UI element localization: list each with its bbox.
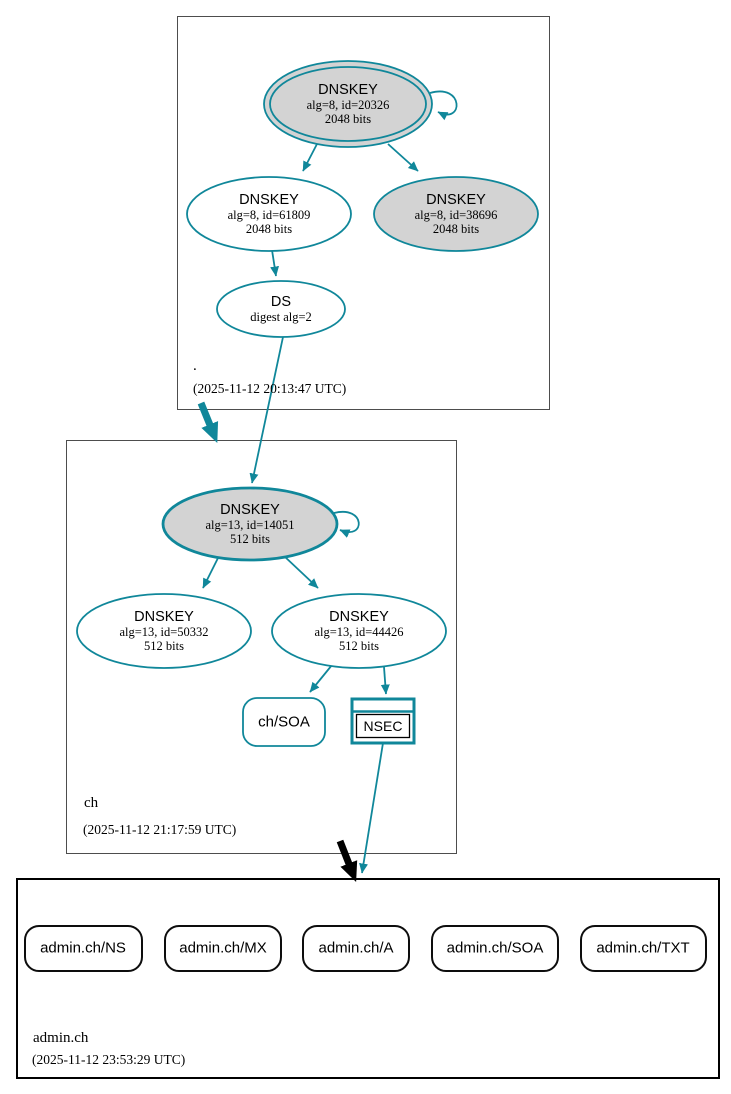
- root-zsk61809-title: DNSKEY: [239, 192, 299, 208]
- edge-zsk44426-to-nsec: [380, 666, 390, 695]
- nsec-inner-rect: [355, 713, 411, 739]
- zone-label-root: .: [193, 358, 197, 374]
- ch-ksk14051-bits: 512 bits: [230, 532, 270, 546]
- node-root-zsk61809-ellipse[interactable]: [186, 176, 352, 252]
- node-ch-ksk14051-ellipse[interactable]: [161, 486, 339, 562]
- node-ch-soa-rect[interactable]: [242, 697, 326, 747]
- node-admin-txt-rect[interactable]: [580, 925, 707, 972]
- node-admin-a-rect[interactable]: [302, 925, 410, 972]
- root-ksk-title: DNSKEY: [318, 82, 378, 98]
- root-zsk61809-detail: alg=8, id=61809: [227, 208, 311, 222]
- label-ch-zsk50332: DNSKEY alg=13, id=50332 512 bits: [119, 609, 208, 653]
- node-admin-mx-rect[interactable]: [164, 925, 282, 972]
- label-ch-nsec: NSEC: [363, 718, 403, 734]
- root-key38696-bits: 2048 bits: [432, 222, 480, 236]
- zone-timestamp-ch: (2025-11-12 21:17:59 UTC): [83, 822, 237, 837]
- root-ds-title: DS: [270, 294, 292, 310]
- ch-zsk44426-bits: 512 bits: [339, 639, 379, 653]
- node-root-ds-ellipse[interactable]: [216, 280, 346, 338]
- edge-ch-ksk-to-zsk44426: [283, 555, 319, 589]
- ch-zsk50332-detail: alg=13, id=50332: [119, 625, 209, 639]
- edge-root-ksk-to-zsk61809: [302, 143, 318, 172]
- node-admin-soa-rect[interactable]: [431, 925, 559, 972]
- root-ksk-bits: 2048 bits: [324, 112, 372, 126]
- label-admin-mx: admin.ch/MX: [179, 939, 267, 957]
- ch-zsk44426-detail: alg=13, id=44426: [314, 625, 404, 639]
- edge-delegation-root-to-ch: [197, 401, 219, 443]
- edge-ds-to-ch-ksk: [249, 336, 284, 484]
- zone-label-admin-ch: admin.ch: [33, 1030, 89, 1046]
- ch-ksk14051-detail: alg=13, id=14051: [205, 518, 295, 532]
- edge-root-ksk-to-key38696: [387, 143, 419, 172]
- node-root-key38696-ellipse[interactable]: [373, 176, 539, 252]
- root-zsk61809-bits: 2048 bits: [245, 222, 293, 236]
- ch-ksk14051-title: DNSKEY: [220, 502, 280, 518]
- edge-delegation-ch-to-admin-ch: [336, 839, 358, 883]
- label-admin-soa: admin.ch/SOA: [446, 939, 544, 957]
- label-root-zsk61809: DNSKEY alg=8, id=61809 2048 bits: [228, 192, 311, 236]
- node-ch-nsec[interactable]: [350, 697, 416, 745]
- edge-nsec-to-admin-ch: [359, 742, 384, 874]
- edge-ch-ksk-selfloop: [333, 510, 360, 538]
- edge-root-ksk-selfloop: [429, 90, 458, 121]
- label-admin-ns: admin.ch/NS: [40, 939, 126, 957]
- root-key38696-title: DNSKEY: [426, 192, 486, 208]
- zone-box-root: [177, 16, 550, 410]
- node-admin-ns-rect[interactable]: [24, 925, 143, 972]
- label-ch-soa: ch/SOA: [258, 713, 310, 731]
- label-root-ksk: DNSKEY alg=8, id=20326 2048 bits: [307, 82, 390, 126]
- node-root-ksk-inner-ellipse[interactable]: [269, 66, 427, 142]
- label-ch-ksk14051: DNSKEY alg=13, id=14051 512 bits: [205, 502, 294, 546]
- label-ch-zsk44426: DNSKEY alg=13, id=44426 512 bits: [314, 609, 403, 653]
- root-ds-detail: digest alg=2: [250, 310, 312, 324]
- label-root-ds: DS digest alg=2: [250, 294, 312, 324]
- node-ch-zsk44426-ellipse[interactable]: [271, 593, 447, 669]
- zone-box-admin-ch: [16, 878, 720, 1079]
- ch-zsk50332-bits: 512 bits: [144, 639, 184, 653]
- ch-zsk44426-title: DNSKEY: [329, 609, 389, 625]
- zone-label-ch: ch: [84, 795, 99, 811]
- zone-timestamp-admin-ch: (2025-11-12 23:53:29 UTC): [32, 1052, 186, 1067]
- edge-zsk61809-to-ds: [270, 249, 280, 277]
- label-admin-a: admin.ch/A: [318, 939, 394, 957]
- edge-ch-ksk-to-zsk50332: [202, 555, 220, 589]
- root-ksk-detail: alg=8, id=20326: [306, 98, 390, 112]
- zone-timestamp-root: (2025-11-12 20:13:47 UTC): [193, 381, 347, 396]
- label-root-key38696: DNSKEY alg=8, id=38696 2048 bits: [415, 192, 498, 236]
- root-key38696-detail: alg=8, id=38696: [414, 208, 498, 222]
- ch-zsk50332-title: DNSKEY: [134, 609, 194, 625]
- node-ch-zsk50332-ellipse[interactable]: [76, 593, 252, 669]
- edge-zsk44426-to-ch-soa: [309, 664, 333, 693]
- label-admin-txt: admin.ch/TXT: [596, 939, 690, 957]
